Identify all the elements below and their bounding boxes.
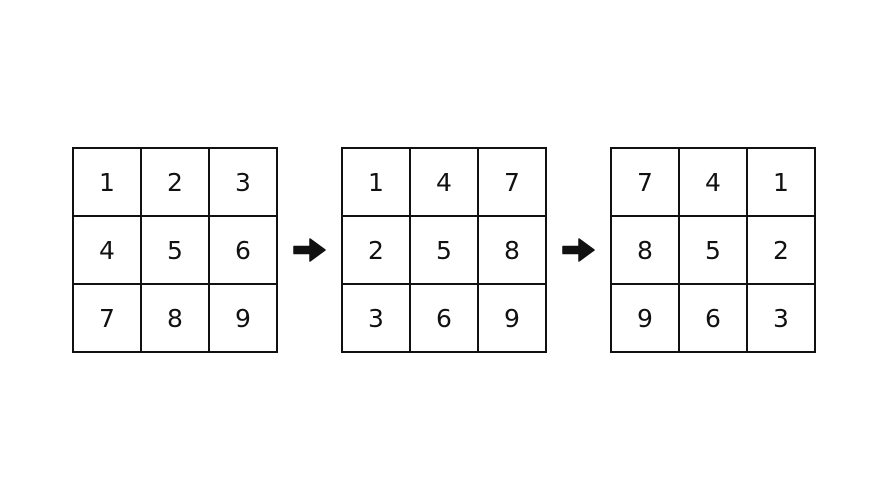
grid-cell: 5 [411, 217, 479, 285]
grid-cell: 2 [142, 149, 210, 217]
grid-cell: 3 [343, 285, 411, 353]
grid-cell: 2 [748, 217, 816, 285]
grid-cell: 7 [479, 149, 547, 217]
grid-cell: 9 [612, 285, 680, 353]
rotated-grid: 7 4 1 8 5 2 9 6 3 [610, 147, 816, 353]
right-arrow-icon [293, 238, 326, 262]
grid-cell: 8 [612, 217, 680, 285]
grid-cell: 6 [411, 285, 479, 353]
grid-cell: 1 [748, 149, 816, 217]
grid-cell: 9 [479, 285, 547, 353]
grid-cell: 1 [74, 149, 142, 217]
grid-cell: 5 [142, 217, 210, 285]
transposed-grid: 1 4 7 2 5 8 3 6 9 [341, 147, 547, 353]
grid-cell: 3 [748, 285, 816, 353]
grid-cell: 9 [210, 285, 278, 353]
grid-cell: 6 [680, 285, 748, 353]
right-arrow-icon [562, 238, 595, 262]
grid-cell: 6 [210, 217, 278, 285]
grid-cell: 4 [411, 149, 479, 217]
grid-cell: 8 [479, 217, 547, 285]
grid-cell: 3 [210, 149, 278, 217]
grid-cell: 8 [142, 285, 210, 353]
grid-cell: 7 [74, 285, 142, 353]
grid-cell: 7 [612, 149, 680, 217]
original-grid: 1 2 3 4 5 6 7 8 9 [72, 147, 278, 353]
grid-cell: 1 [343, 149, 411, 217]
grid-cell: 4 [680, 149, 748, 217]
grid-cell: 4 [74, 217, 142, 285]
grid-cell: 2 [343, 217, 411, 285]
grid-cell: 5 [680, 217, 748, 285]
